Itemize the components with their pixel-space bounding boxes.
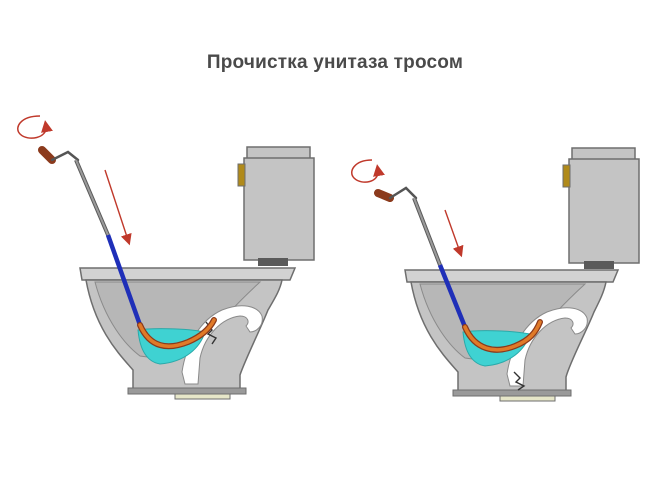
rotation-arrow-icon: [17, 115, 53, 139]
cleaning-cable-left: [38, 146, 217, 350]
toilet-rim-right: [404, 269, 620, 283]
push-direction-arrow-icon: [444, 209, 464, 258]
toilet-right: [351, 147, 640, 402]
trap-channel-right: [506, 307, 588, 387]
blockage-right: [513, 371, 526, 391]
cleaning-cable-right: [374, 186, 543, 353]
trap-channel-left: [181, 305, 263, 385]
diagram-title: Прочистка унитаза тросом: [206, 52, 464, 73]
toilet-tank-right: [562, 147, 640, 269]
rotation-arrow-icon: [351, 159, 385, 183]
push-direction-arrow-icon: [104, 169, 132, 246]
toilet-tank-left: [237, 146, 315, 266]
toilet-rim-left: [79, 267, 297, 281]
toilet-left: [17, 115, 315, 400]
